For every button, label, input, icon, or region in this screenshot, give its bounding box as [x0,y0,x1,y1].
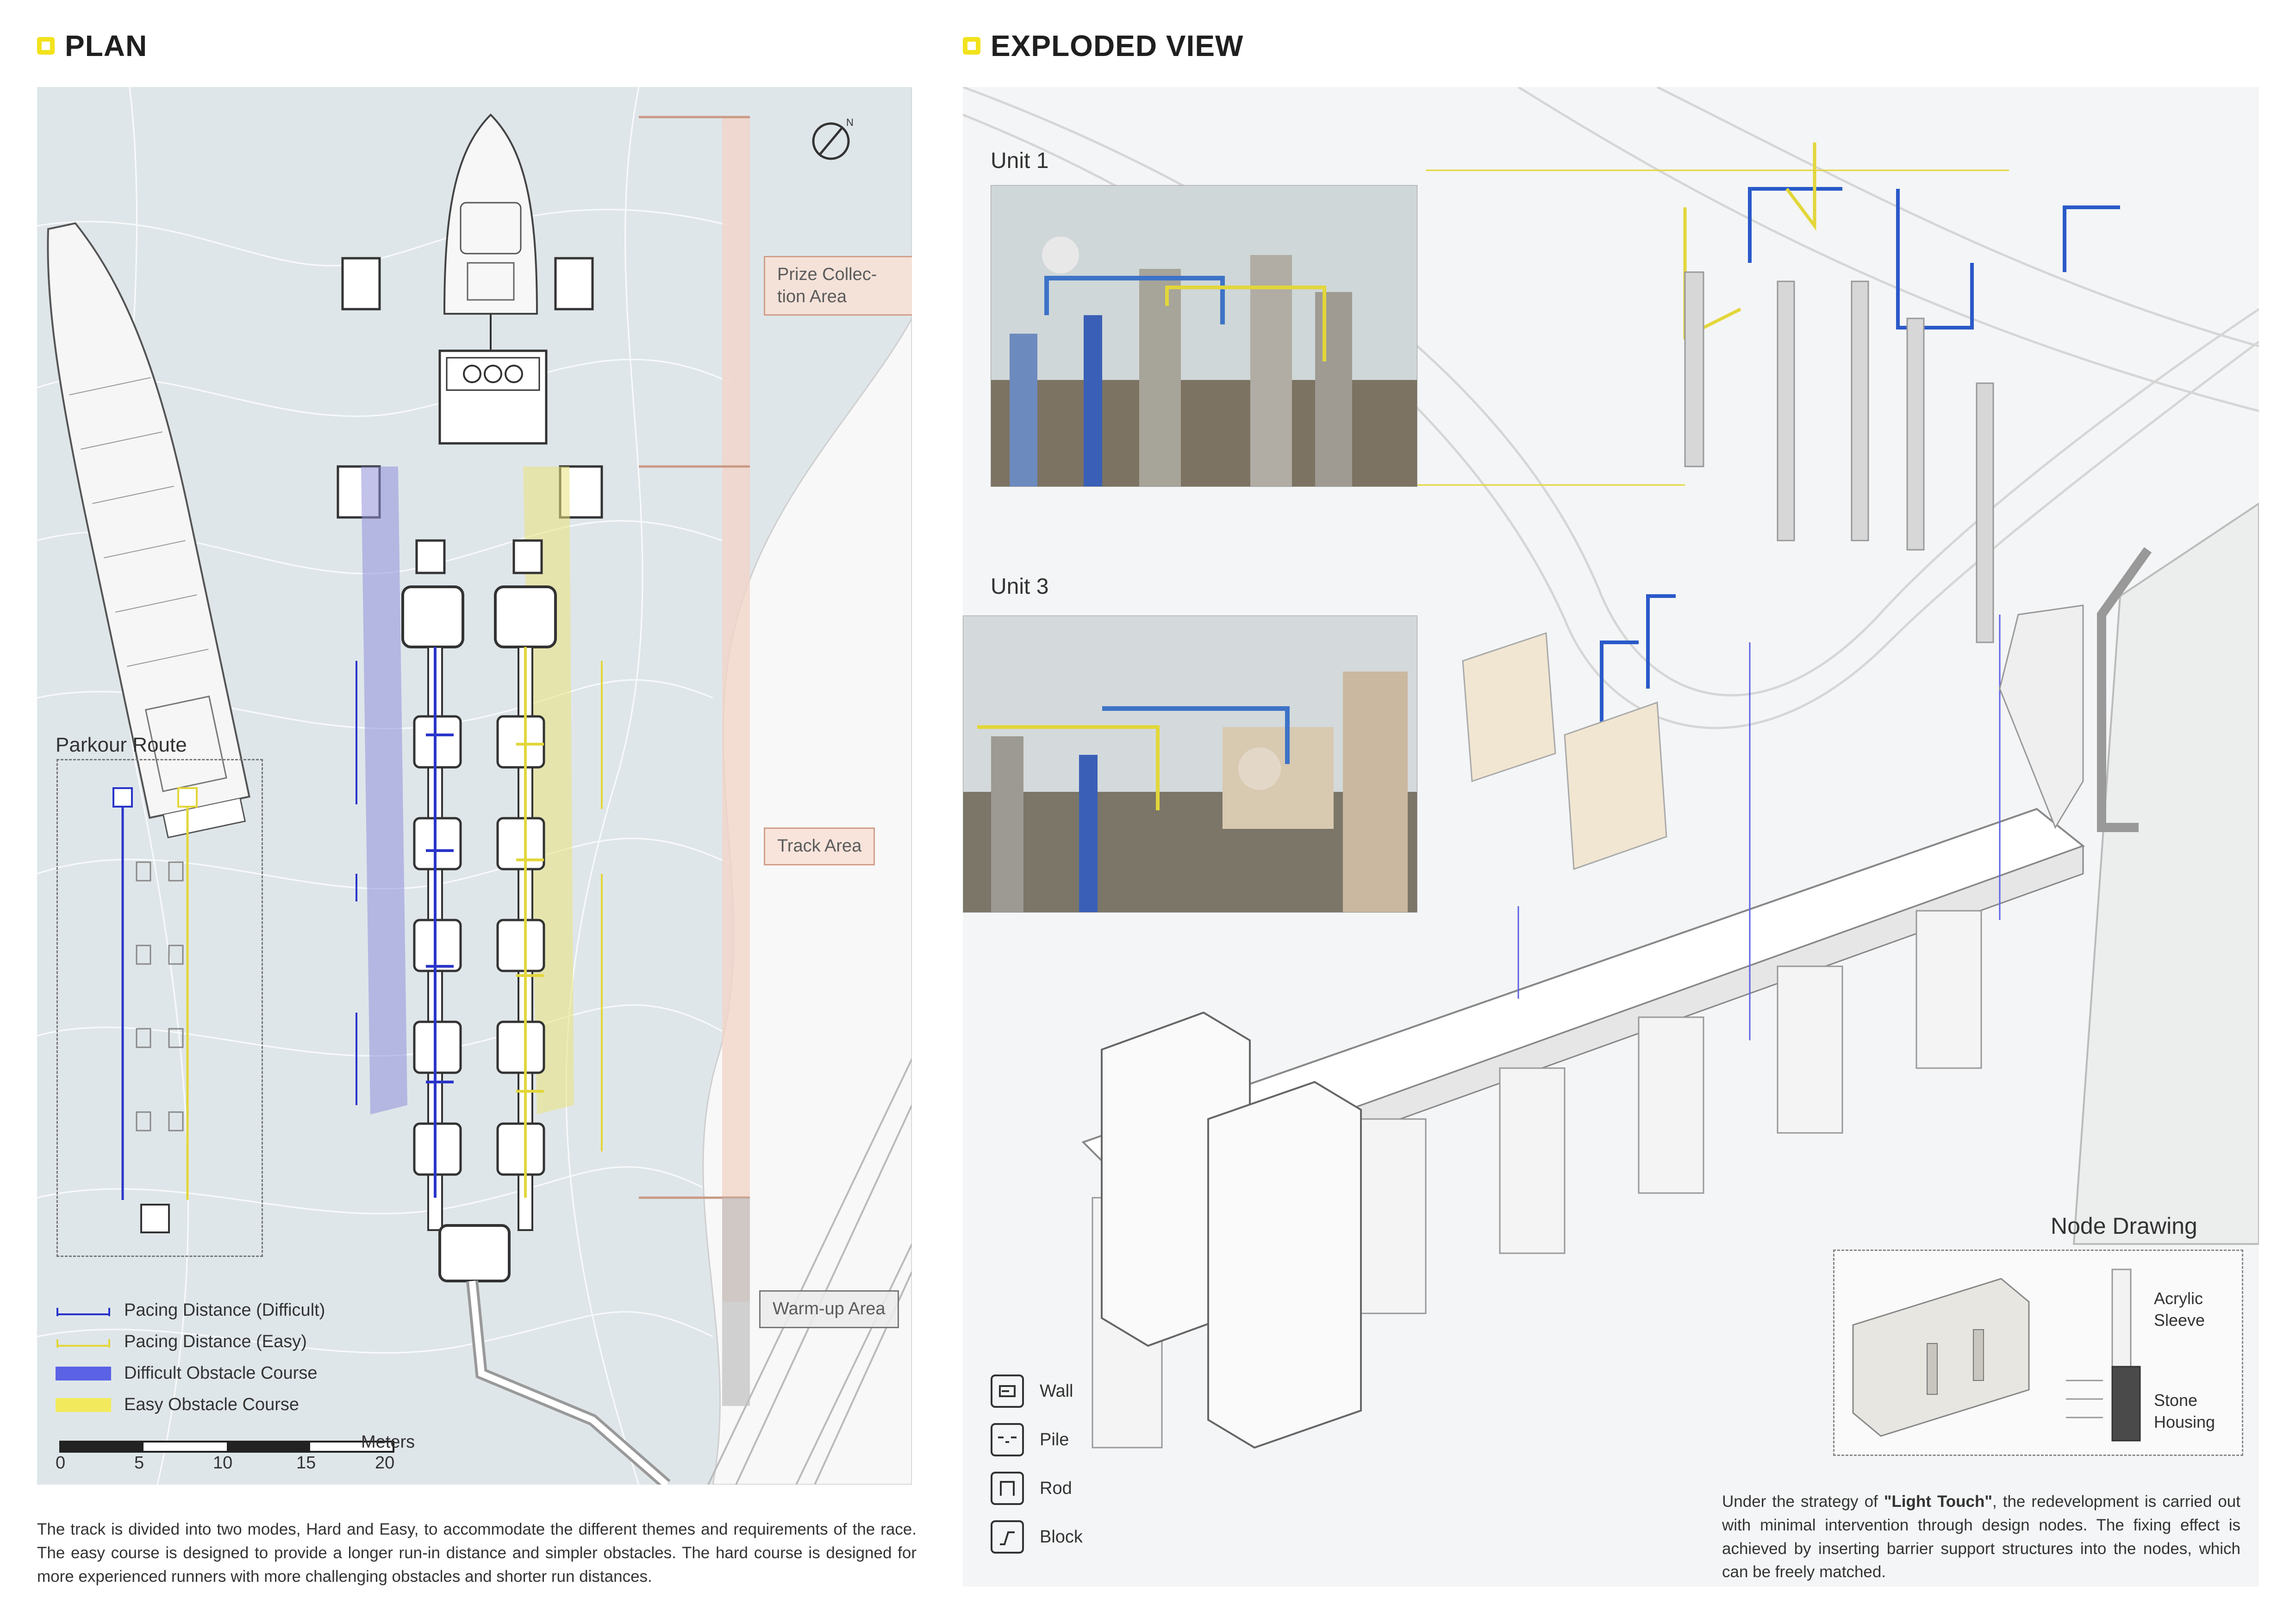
parkour-route-map [112,787,198,1233]
legend-item-pacing-easy: Pacing Distance (Easy) [56,1332,307,1352]
parkour-route-diagram [56,759,263,1257]
legend-label: Difficult Obstacle Course [124,1363,318,1383]
legend-label: Pacing Distance (Difficult) [124,1300,325,1320]
scale-unit-label: Meters [361,1432,415,1452]
key-item-block: Block [991,1520,1083,1554]
caption-pre: Under the strategy of [1722,1492,1884,1511]
scale-tick: 20 [375,1453,395,1473]
caption-post: , the redevelopment is carried out with … [1722,1492,2240,1581]
stone-housing-label: Stone Housing [2154,1391,2215,1431]
parkour-route-title: Parkour Route [56,734,187,756]
legend-label: Pacing Distance (Easy) [124,1332,307,1351]
plan-section-title: PLAN [37,29,147,63]
unit3-title: Unit 3 [991,574,1049,599]
exploded-caption: Under the strategy of "Light Touch", the… [1722,1490,2240,1584]
north-label: N [846,117,854,128]
wall-icon [991,1374,1024,1408]
plan-caption: The track is divided into two modes, Har… [37,1520,917,1586]
north-arrow-icon: N [812,117,854,160]
station-box [438,349,548,445]
warmup-area-label: Warm-up Area [759,1290,899,1328]
legend-label: Easy Obstacle Course [124,1395,299,1414]
scale-tick: 15 [296,1453,316,1473]
node-drawing: Acrylic Sleeve Stone Housing [1833,1250,2243,1456]
key-label: Block [1040,1527,1083,1547]
key-label: Wall [1040,1381,1073,1401]
key-item-pile: Pile [991,1423,1069,1456]
exploded-title-text: EXPLODED VIEW [991,29,1244,62]
legend-item-pacing-difficult: Pacing Distance (Difficult) [56,1300,325,1320]
ship-left [47,222,250,839]
plan-map [37,87,912,1485]
unit3-render-image [963,616,1417,913]
caption-bold: "Light Touch" [1884,1492,1992,1511]
key-item-rod: Rod [991,1472,1072,1505]
key-item-wall: Wall [991,1374,1073,1408]
block-icon [991,1520,1024,1554]
unit1-title: Unit 1 [991,149,1049,173]
difficult-course-shadow [361,466,407,1114]
rod-icon [991,1472,1024,1505]
legend-item-easy-course: Easy Obstacle Course [56,1395,299,1415]
yellow-square-icon [963,37,980,55]
pier-structure [356,539,671,1485]
track-area-label: Track Area [764,827,875,865]
prize-area-label: Prize Collec- tion Area [764,256,912,316]
exploded-section-title: EXPLODED VIEW [963,29,1243,63]
scale-bar [59,1441,394,1453]
scale-tick: 0 [56,1453,66,1473]
unit1-render-image [991,185,1417,487]
plan-drawing: N Prize Collec- tion Area Track Area War… [37,87,912,1485]
wall-panels [1462,632,1667,871]
scale-tick: 10 [213,1453,233,1473]
pile-columns [1684,271,1994,643]
exploded-axonometric [963,87,2259,1449]
key-label: Rod [1040,1478,1072,1498]
area-bar [722,117,750,1302]
pile-icon [991,1423,1024,1456]
blue-rods [1600,187,2120,735]
boat-top [443,113,538,315]
plan-title-text: PLAN [65,29,148,62]
node-drawing-title: Node Drawing [2051,1213,2197,1239]
legend-item-difficult-course: Difficult Obstacle Course [56,1363,317,1383]
acrylic-sleeve-label: Acrylic Sleeve [2154,1289,2205,1330]
key-label: Pile [1040,1430,1069,1449]
node-detail-diagram [1852,1269,2141,1442]
tower-houses [1101,1011,1362,1449]
scale-tick: 5 [134,1453,144,1473]
yellow-square-icon [37,37,55,55]
